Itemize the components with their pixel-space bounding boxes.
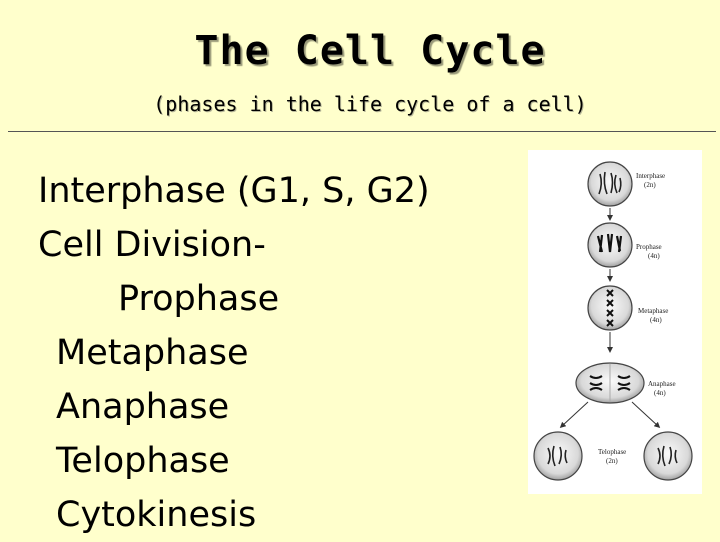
- telophase-cell-left-icon: [533, 431, 583, 481]
- prophase-cell-icon: [587, 222, 633, 268]
- label-anaphase-ploidy: (4n): [654, 389, 666, 397]
- title-divider: [8, 131, 716, 132]
- phase-anaphase: Anaphase: [56, 387, 230, 427]
- phase-interphase: Interphase (G1, S, G2): [38, 171, 430, 211]
- phase-telophase: Telophase: [56, 441, 230, 481]
- label-interphase-ploidy: (2n): [644, 181, 656, 189]
- cell-cycle-diagram: Interphase (2n) Prophase (4n) Metaphase …: [528, 150, 702, 494]
- phase-list: Interphase (G1, S, G2) Cell Division- Pr…: [38, 164, 518, 542]
- label-telophase: Telophase: [598, 448, 626, 456]
- phase-cytokinesis: Cytokinesis: [56, 495, 257, 535]
- interphase-cell-icon: [587, 161, 633, 207]
- metaphase-cell-icon: [587, 285, 633, 331]
- slide-subtitle: (phases in the life cycle of a cell): [153, 92, 587, 116]
- label-metaphase: Metaphase: [638, 307, 668, 315]
- label-interphase: Interphase: [636, 172, 665, 180]
- phase-cell-division: Cell Division-: [38, 225, 266, 265]
- label-anaphase: Anaphase: [648, 380, 676, 388]
- label-prophase: Prophase: [636, 243, 662, 251]
- phase-prophase: Prophase: [118, 279, 280, 319]
- phase-metaphase: Metaphase: [56, 333, 249, 373]
- slide-title: The Cell Cycle: [194, 28, 546, 74]
- label-prophase-ploidy: (4n): [648, 252, 660, 260]
- anaphase-cell-icon: [575, 362, 645, 404]
- telophase-cell-right-icon: [643, 431, 693, 481]
- label-telophase-ploidy: (2n): [606, 457, 618, 465]
- label-metaphase-ploidy: (4n): [650, 316, 662, 324]
